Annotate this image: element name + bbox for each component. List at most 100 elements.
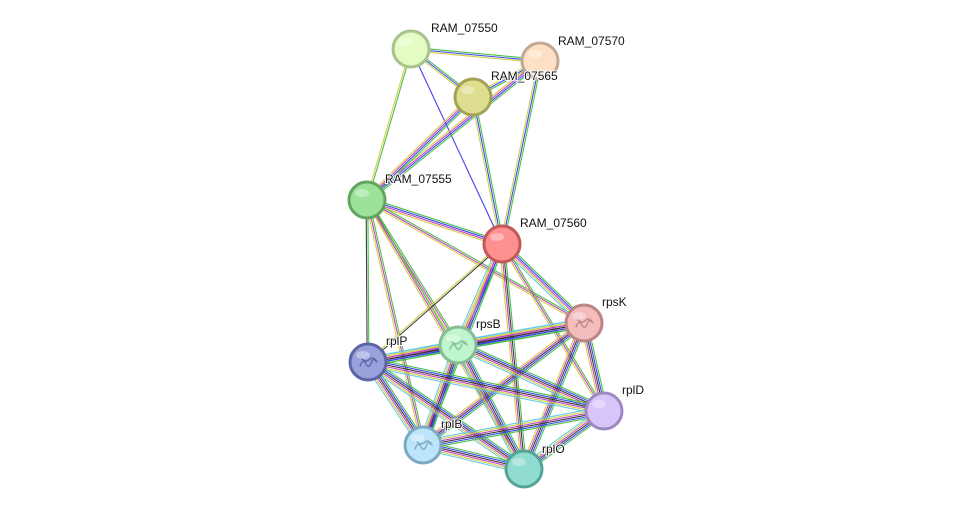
edge-RAM_07565-RAM_07560[interactable] [470,96,505,245]
edge-evidence-line [422,407,604,444]
edge-evidence-line [423,412,605,449]
edge-evidence-line [367,365,604,416]
edge-evidence-line [366,95,473,200]
edge-RAM_07550-RAM_07555[interactable] [365,48,413,201]
edge-evidence-line [474,96,505,244]
edge-evidence-line [367,198,503,244]
node-circle[interactable] [403,425,443,465]
node-highlight [490,233,504,241]
edge-evidence-line [365,48,411,200]
edge-evidence-line [366,200,502,246]
edge-RAM_07555-rplP[interactable] [365,199,370,363]
node-highlight [446,334,460,342]
node-rplB[interactable] [403,425,443,465]
node-RAM_07570[interactable] [520,41,560,81]
node-rplO[interactable] [504,449,544,489]
edge-evidence-line [459,343,527,469]
node-RAM_07555[interactable] [347,180,387,220]
edge-evidence-line [472,96,503,245]
edge-evidence-line [369,359,526,468]
edge-evidence-line [367,362,604,413]
edge-RAM_07550-RAM_07570[interactable] [410,46,541,64]
edge-evidence-line [458,342,606,410]
node-label-RAM_07560: RAM_07560 [520,216,587,230]
edge-evidence-line [410,50,540,64]
edge-RAM_07555-RAM_07560[interactable] [366,197,503,247]
edge-evidence-line [367,242,502,362]
node-circle[interactable] [348,342,388,382]
edge-evidence-line [364,94,472,199]
edge-rpsB-rplD[interactable] [456,340,606,416]
edge-RAM_07550-RAM_07560[interactable] [410,48,503,245]
edge-evidence-line [368,360,605,411]
edge-evidence-line [368,62,542,203]
edge-RAM_07555-rpsB[interactable] [365,198,460,347]
nodes-layer [347,29,624,489]
node-RAM_07565[interactable] [453,77,493,117]
node-rplD[interactable] [584,391,624,431]
node-circle[interactable] [564,303,604,343]
node-label-RAM_07555: RAM_07555 [385,172,452,186]
node-circle[interactable] [482,224,522,264]
edge-evidence-line [455,345,523,471]
node-circle[interactable] [453,77,493,117]
node-rplP[interactable] [348,342,388,382]
edge-evidence-line [368,358,605,410]
edge-evidence-line [367,97,474,202]
node-highlight [512,458,526,466]
edge-evidence-line [366,199,424,446]
edge-evidence-line [499,60,539,244]
edge-evidence-line [367,199,370,362]
edge-evidence-line [410,48,503,245]
edge-evidence-line [458,344,526,469]
edge-evidence-line [456,346,604,414]
node-rpsB[interactable] [438,325,478,365]
node-label-RAM_07550: RAM_07550 [431,21,498,35]
node-RAM_07550[interactable] [391,29,431,69]
node-label-rplO: rplO [542,442,565,456]
edge-RAM_07560-rplP[interactable] [367,242,503,364]
edge-evidence-line [364,200,422,446]
edge-evidence-line [367,198,586,322]
edge-evidence-line [368,360,525,469]
edge-rpsB-rplO[interactable] [453,342,529,472]
labels-layer: RAM_07550RAM_07570RAM_07565RAM_07555RAM_… [384,20,645,457]
node-RAM_07560[interactable] [482,224,522,264]
edge-rplD-rplB[interactable] [422,406,605,450]
edge-evidence-line [453,346,521,472]
edge-evidence-line [367,362,524,471]
edge-evidence-line [366,199,585,324]
edge-rplP-rplO[interactable] [365,358,527,473]
edge-evidence-line [503,61,543,245]
edge-evidence-line [423,323,586,447]
node-circle[interactable] [520,41,560,81]
edge-evidence-line [367,49,413,201]
edge-evidence-line [422,406,604,442]
edge-evidence-line [461,342,529,468]
node-highlight [356,351,370,359]
node-label-RAM_07565: RAM_07565 [491,69,558,83]
edge-rplP-rplD[interactable] [367,357,605,416]
edge-evidence-line [421,321,584,445]
edge-RAM_07565-RAM_07555[interactable] [364,94,476,203]
node-label-RAM_07570: RAM_07570 [558,34,625,48]
edge-evidence-line [470,97,501,245]
edge-evidence-line [521,322,583,469]
edge-RAM_07555-rplB[interactable] [364,199,426,446]
node-circle[interactable] [584,391,624,431]
node-circle[interactable] [438,325,478,365]
edge-evidence-line [422,322,585,446]
node-circle[interactable] [347,180,387,220]
node-label-rpsK: rpsK [602,295,627,309]
protein-structure-icon [449,340,468,351]
node-rpsK[interactable] [564,303,604,343]
edge-evidence-line [459,340,606,408]
edge-evidence-line [368,98,476,203]
node-label-rpsB: rpsB [476,317,501,331]
edge-RAM_07570-RAM_07560[interactable] [499,60,543,245]
edge-evidence-line [367,363,604,415]
node-circle[interactable] [504,449,544,489]
edge-RAM_07555-rpsK[interactable] [365,198,586,325]
node-circle[interactable] [391,29,431,69]
